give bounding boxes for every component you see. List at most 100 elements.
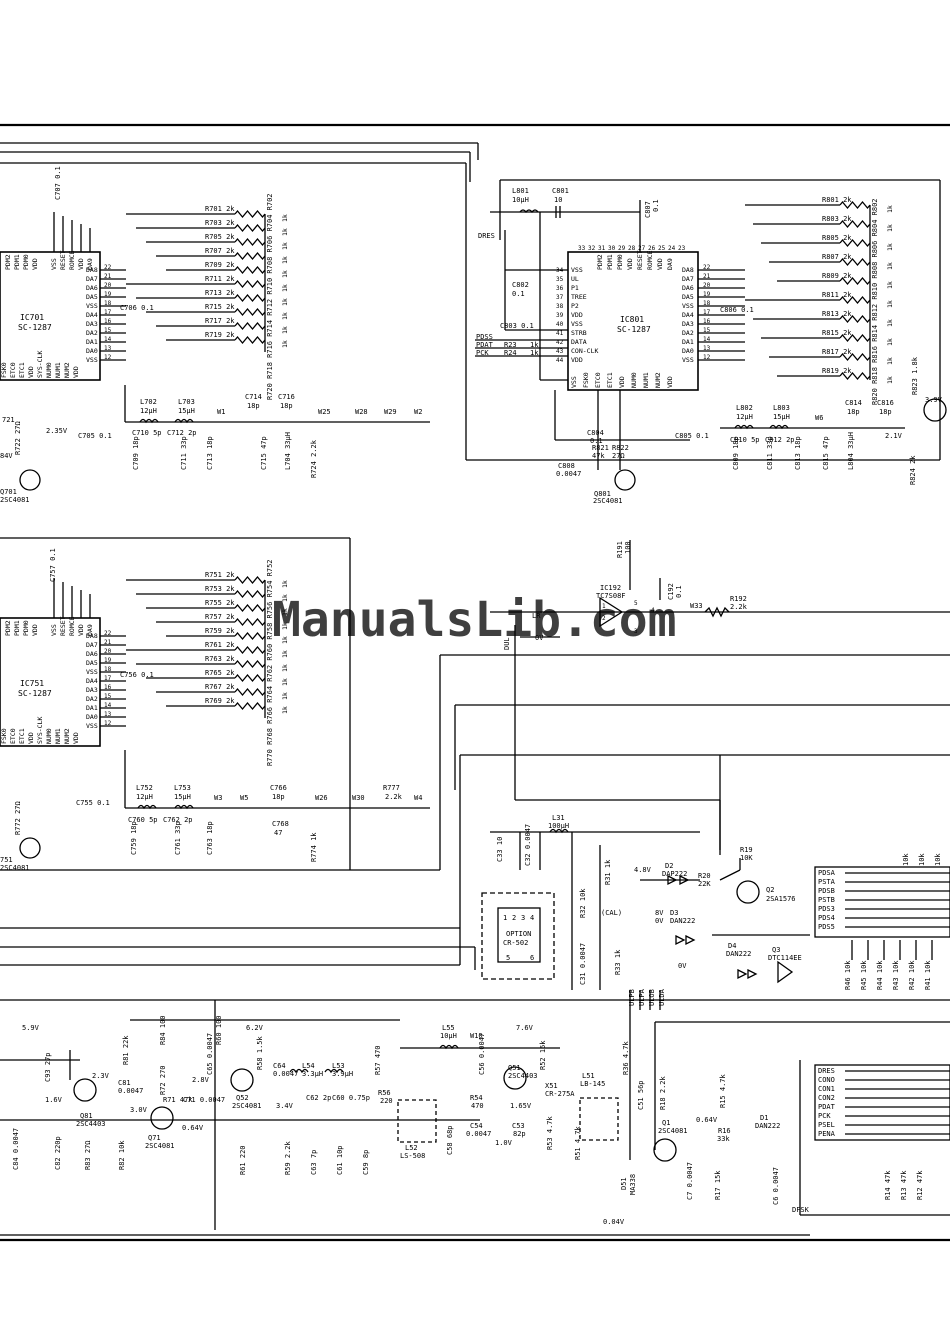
c816-label: C816 xyxy=(877,399,894,407)
ic701-pin-number: 13 xyxy=(104,345,112,352)
r20-value: 22K xyxy=(698,880,711,888)
ic801-resistor-label: R807 2k xyxy=(822,253,852,261)
ic701-pin-number: 15 xyxy=(104,327,112,334)
c807-value: 0.1 xyxy=(652,199,660,212)
option-label: OPTION xyxy=(506,930,531,938)
r32-label: R32 10k xyxy=(579,888,587,918)
ic801-da-pin-number: 22 xyxy=(703,264,711,271)
ic801-resistor-label: R813 2k xyxy=(822,310,852,318)
w2-label: W2 xyxy=(414,408,422,416)
ic801-top-pin-number: 29 xyxy=(618,245,626,252)
ic751-left-pin-label: PDM2 xyxy=(4,620,12,636)
l51-coil xyxy=(579,1097,619,1141)
c804-label: C804 xyxy=(587,429,604,437)
ic801-top-pin-label: RESET xyxy=(636,250,644,270)
ic751-pin-label: DA1 xyxy=(86,704,98,712)
ic751-part: SC-1287 xyxy=(18,689,52,698)
q51-value: 2SC4403 xyxy=(508,1072,538,1080)
c54-value: 0.0047 xyxy=(466,1130,491,1138)
r24-label: R24 xyxy=(504,349,517,357)
ic801-resistor-label: R805 2k xyxy=(822,234,852,242)
ic801-left-pin-number: 36 xyxy=(556,285,564,292)
r16-value: 33k xyxy=(717,1135,730,1143)
q71-label: Q71 xyxy=(148,1134,161,1142)
v34-label: 3.4V xyxy=(276,1102,294,1110)
r31-label: R31 1k xyxy=(604,859,612,885)
pdat-label: PDAT xyxy=(476,341,494,349)
r777-label: R777 xyxy=(383,784,400,792)
ic801-output-filter: L802 12μH L803 15μH C810 5p C812 2p W6 C… xyxy=(720,356,947,485)
c81-label: C81 xyxy=(118,1079,131,1087)
ic751-cap: C756 0.1 xyxy=(120,671,154,679)
c192-value: 0.1 xyxy=(675,585,683,598)
dres-label: DRES xyxy=(478,232,495,240)
ic751-resistor-value: 1k xyxy=(281,706,289,714)
ic701-bottom-pin-label: VDD xyxy=(72,366,80,378)
bottom-right-resistor-label: R13 47k xyxy=(900,1170,908,1200)
ic701-bottom-pin-label: VDD xyxy=(27,366,35,378)
r724-label: R724 2.2k xyxy=(310,439,318,478)
ic801-left-pin-label: P1 xyxy=(571,284,579,292)
ic801-da-pin-label: DA4 xyxy=(682,311,694,319)
ic701-resistor-value: 1k xyxy=(281,298,289,306)
ic751-bottom-pin-label: VDD xyxy=(27,732,35,744)
c766-value: 18p xyxy=(272,793,285,801)
ic751-bottom-pin-label: NUM0 xyxy=(45,728,53,744)
ic751-chip xyxy=(0,617,101,747)
right-resistor-label: R42 10k xyxy=(908,960,916,990)
ic801-da-pin-label: DA2 xyxy=(682,329,694,337)
ic751-bottom-pin-label: ETC1 xyxy=(18,728,26,744)
c809-label: C809 18p xyxy=(732,436,740,470)
ic701-vres: R720 R718 R716 R714 R712 R710 R708 R706 … xyxy=(266,193,274,400)
c759-label: C759 18p xyxy=(130,821,138,855)
ic801-left-pin-label: STRB xyxy=(571,329,587,337)
option-section: L31 100μH C33 10 C32 0.0047 OPTION CR-50… xyxy=(481,814,700,990)
c808-value: 0.0047 xyxy=(556,470,581,478)
c711-label: C711 33p xyxy=(180,436,188,470)
ic701-c707: C707 0.1 xyxy=(54,166,62,200)
c64-value: 0.0047 xyxy=(273,1070,298,1078)
l801-label: L801 xyxy=(512,187,529,195)
ic701-pin-number: 20 xyxy=(104,282,112,289)
ic751-pin-label: DA7 xyxy=(86,641,98,649)
ic751-pin-number: 16 xyxy=(104,684,112,691)
r33-label: R33 1k xyxy=(614,949,622,975)
l52-coil xyxy=(397,1099,437,1143)
ic701-resistor-value: 1k xyxy=(281,270,289,278)
pds-signal-label: PDS5 xyxy=(818,923,835,931)
ic701-resistor-label: R709 2k xyxy=(205,261,235,269)
ic701-pin-number: 18 xyxy=(104,300,112,307)
ic701-resistor-label: R711 2k xyxy=(205,275,235,283)
r54-value: 470 xyxy=(471,1102,484,1110)
ic701-top-pin-label: DA9 xyxy=(86,258,94,270)
ic701-pin-label: VSS xyxy=(86,302,98,310)
bus-signal-label: CONO xyxy=(818,1076,835,1084)
q751-label: 751 xyxy=(0,856,13,864)
ic801-resistor-value: 1k xyxy=(886,224,894,232)
r823-label: R823 1.8k xyxy=(911,356,919,395)
c768-label: C768 xyxy=(272,820,289,828)
top-right-resistor-label: 10k xyxy=(902,853,910,866)
bus-signal-label: PENA xyxy=(818,1130,836,1138)
ic801-bottom-pin-label: ETC0 xyxy=(594,372,602,388)
ic751-top-pin-label: ROMCE xyxy=(68,616,76,636)
c813-label: C813 18p xyxy=(794,436,802,470)
c192-label: C192 xyxy=(667,583,675,600)
c802-value: 0.1 xyxy=(512,290,525,298)
ic701-resistor-value: 1k xyxy=(281,284,289,292)
ic701-resistor-value: 1k xyxy=(281,242,289,250)
ic701-left-pin-label: PDM0 xyxy=(22,254,30,270)
r82-label: R82 10k xyxy=(118,1140,126,1170)
ic751-resistor-label: R761 2k xyxy=(205,641,235,649)
ic751-resistor-label: R757 2k xyxy=(205,613,235,621)
opt-pin1: 1 xyxy=(503,914,507,922)
q3-value: DTC114EE xyxy=(768,954,802,962)
cal-label: (CAL) xyxy=(601,909,622,917)
ic801-resistor-value: 1k xyxy=(886,338,894,346)
ic751-pin-label: DA8 xyxy=(86,632,98,640)
